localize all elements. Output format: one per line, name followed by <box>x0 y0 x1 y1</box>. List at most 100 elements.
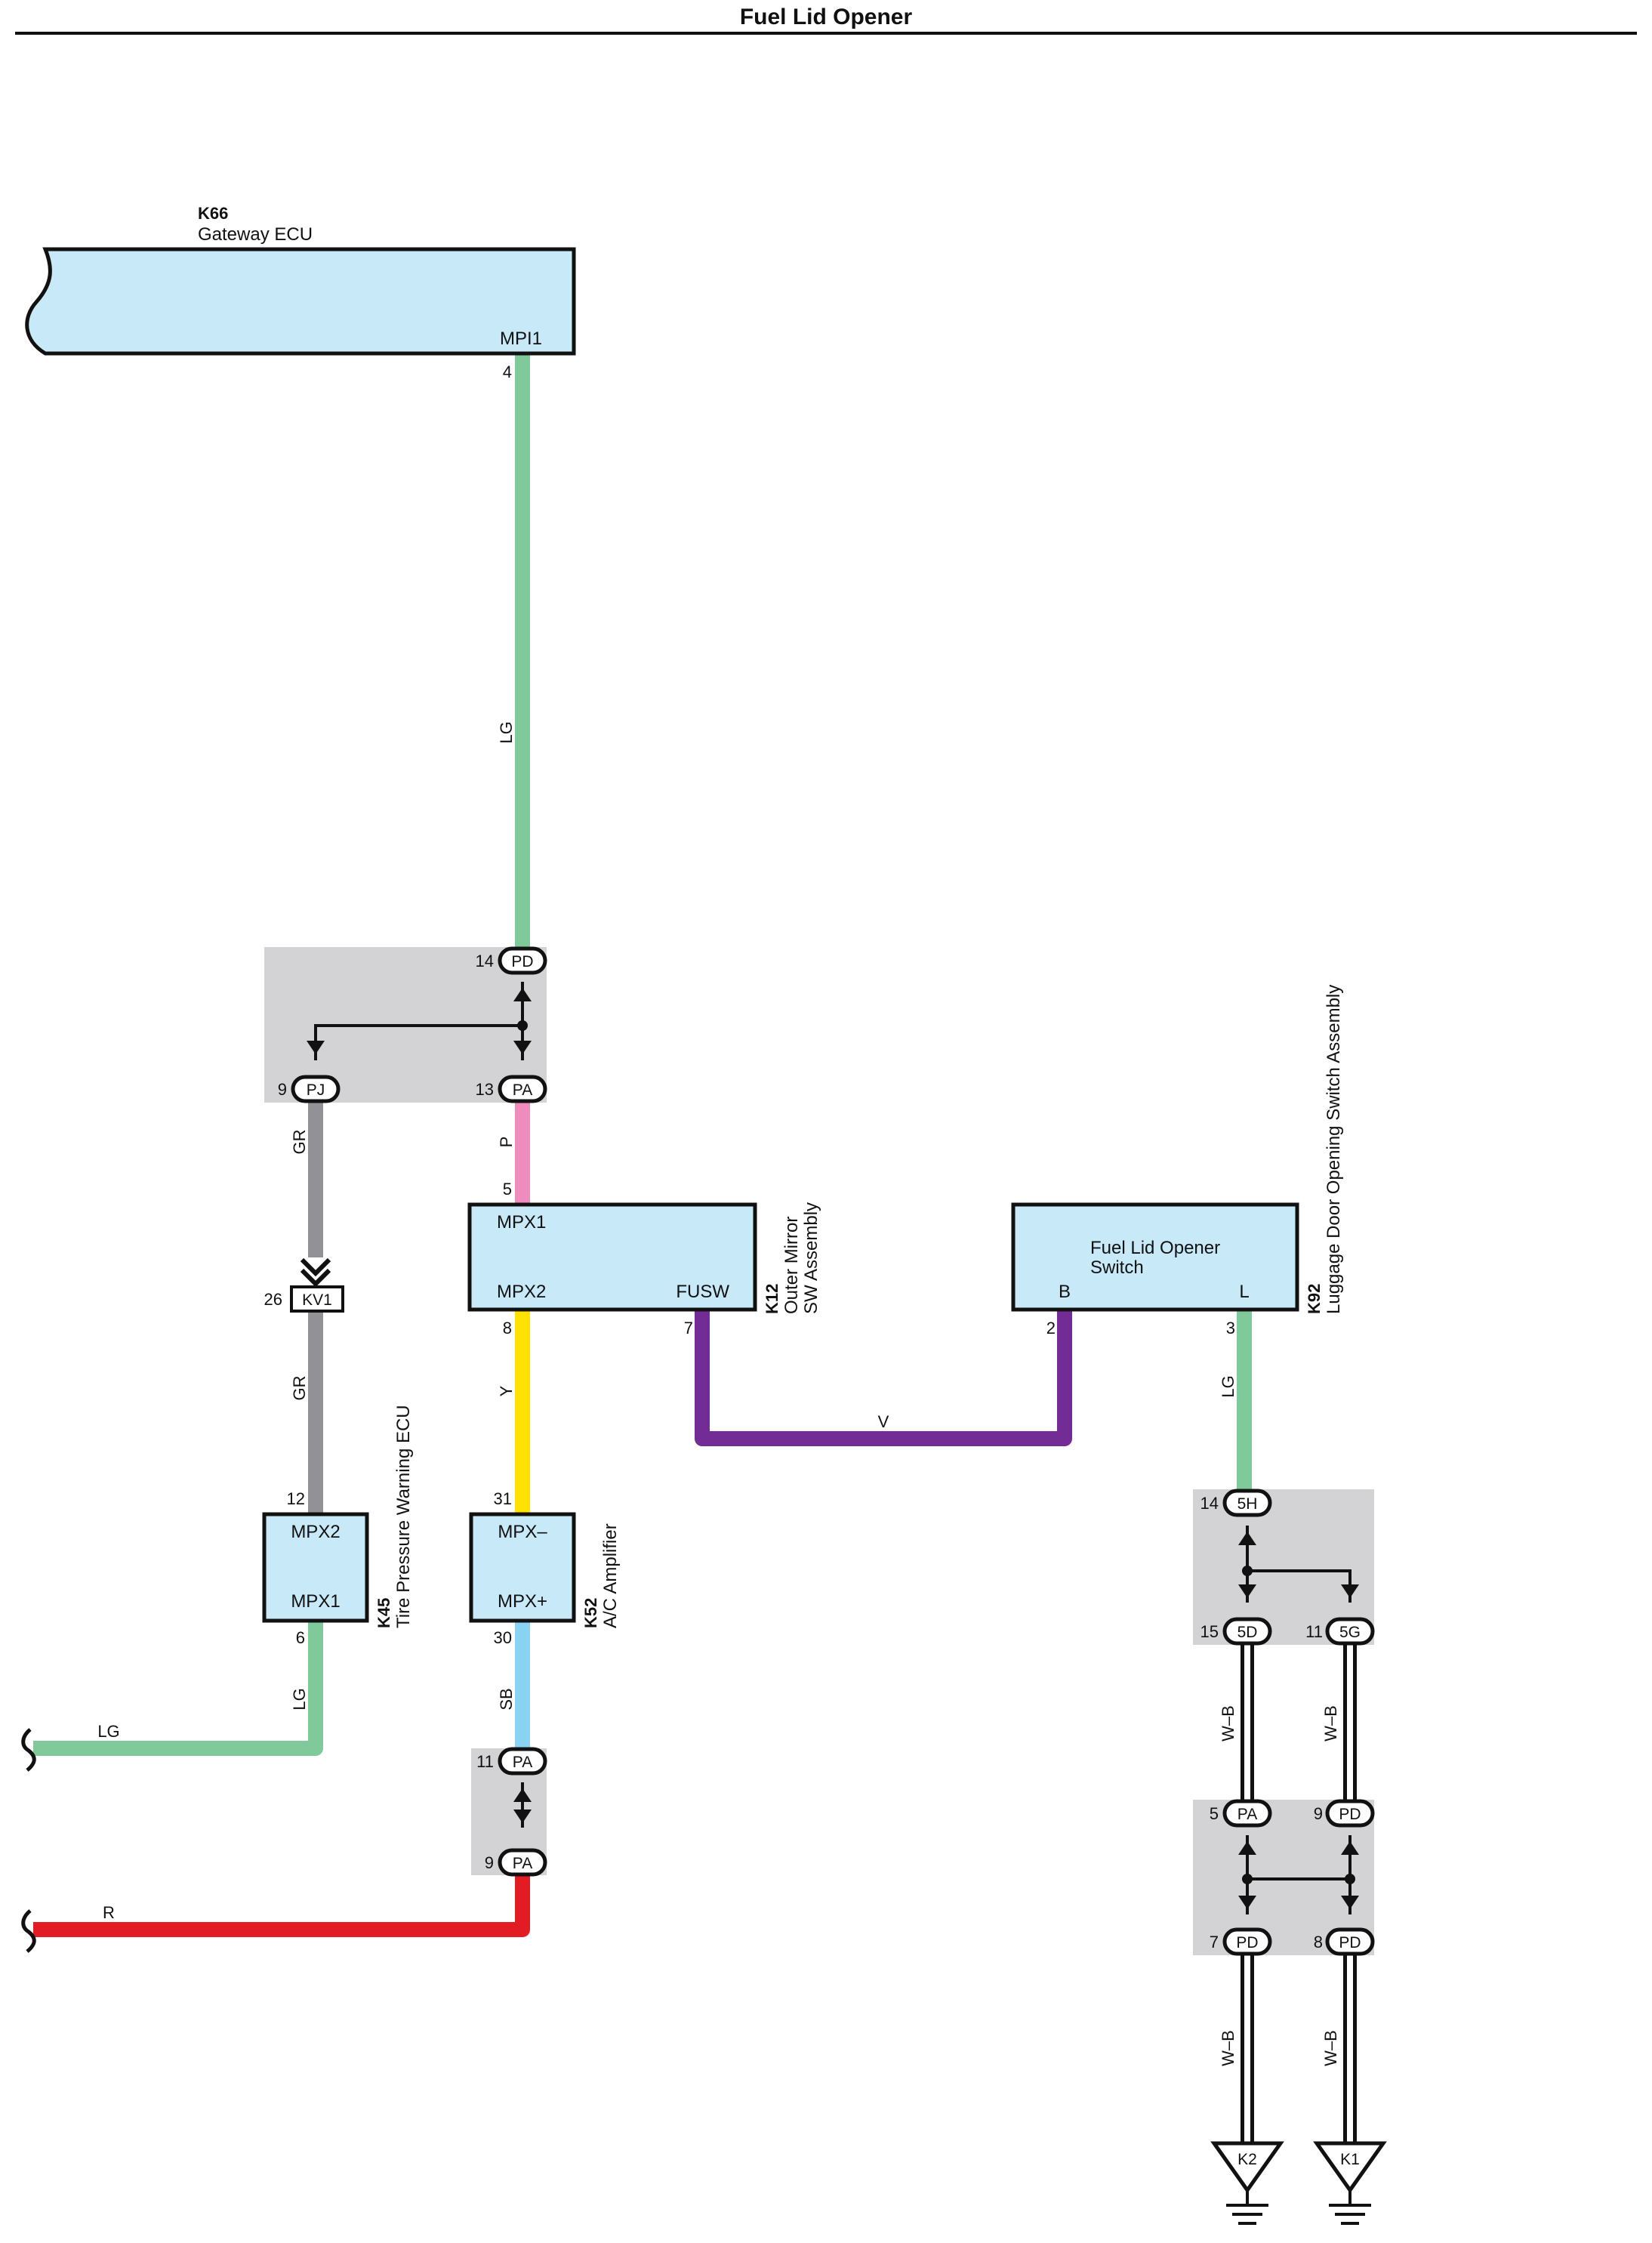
wire-label-p: P <box>497 1137 516 1148</box>
ground-icon-k1: K1 <box>1313 2141 1387 2225</box>
j3-top-pin: 14 <box>1200 1494 1219 1513</box>
junction-internals <box>314 982 1351 1914</box>
k66-name: Gateway ECU <box>198 224 313 245</box>
wires <box>33 353 1252 1937</box>
ground-label-k2: K2 <box>1237 2151 1257 2168</box>
k52-pin-mpx-plus: 30 <box>494 1628 512 1647</box>
wire-label-lg-main: LG <box>497 721 516 743</box>
wire-break-icon-r <box>21 1909 36 1953</box>
j3-left-name: 5D <box>1237 1624 1258 1641</box>
j1-left-connector: PJ 9 <box>278 1075 341 1103</box>
j1-right-name: PA <box>513 1081 532 1099</box>
k45-tire-pressure-box <box>262 1512 369 1623</box>
wire-label-wb-3: W–B <box>1219 2030 1237 2066</box>
j3-right-pin: 11 <box>1305 1622 1323 1641</box>
j3-right-name: 5G <box>1339 1624 1361 1641</box>
j1-top-name: PD <box>511 953 533 970</box>
k92-name: Luggage Door Opening Switch Assembly <box>1324 985 1344 1314</box>
j4-tl-pin: 5 <box>1210 1804 1219 1823</box>
k66-pin: 4 <box>503 363 512 381</box>
k12-name-line1: Outer Mirror <box>781 1217 802 1314</box>
wire-label-r: R <box>103 1903 115 1922</box>
k92-code: K92 <box>1305 1284 1324 1314</box>
wire-label-wb-2: W–B <box>1321 1705 1340 1742</box>
k45-terminal-mpx2: MPX2 <box>291 1522 340 1542</box>
kv1-connector-pin: 26 <box>264 1290 282 1309</box>
kv1-connector-name: KV1 <box>302 1291 332 1309</box>
k45-code: K45 <box>374 1598 393 1628</box>
wire-label-y: Y <box>497 1385 516 1396</box>
k92-inner-line1: Fuel Lid Opener <box>1090 1238 1220 1258</box>
k92-terminal-b: B <box>1059 1282 1071 1302</box>
wire-label-v: V <box>878 1412 889 1431</box>
wire-label-lg-left-out: LG <box>97 1722 119 1741</box>
kv1-connector-tag <box>290 1285 344 1313</box>
k12-code: K12 <box>763 1284 781 1314</box>
junction-arrows <box>307 988 1359 1909</box>
junction-dots <box>517 1020 1355 1884</box>
j1-top-connector: PD 14 <box>476 946 547 975</box>
j4-top-right-connector: PD 9 <box>1314 1799 1375 1828</box>
j1-right-connector: PA 13 <box>476 1075 547 1103</box>
k45-terminal-mpx1: MPX1 <box>291 1591 340 1612</box>
k92-pin-b: 2 <box>1046 1319 1056 1337</box>
k92-pin-l: 3 <box>1226 1319 1235 1337</box>
j2-bottom-name: PA <box>513 1855 532 1872</box>
wire-label-wb-4: W–B <box>1321 2030 1340 2066</box>
j1-right-pin: 13 <box>476 1080 494 1099</box>
k12-terminal-mpx2: MPX2 <box>497 1282 546 1302</box>
wire-break-icon-lg <box>21 1728 36 1772</box>
k92-inner-line2: Switch <box>1090 1257 1144 1278</box>
j4-tl-name: PA <box>1237 1806 1257 1823</box>
wire-label-sb: SB <box>497 1688 516 1710</box>
j2-top-connector: PA 11 <box>476 1747 547 1776</box>
k12-terminal-fusw: FUSW <box>676 1282 729 1302</box>
k12-outer-mirror-box <box>467 1202 757 1312</box>
k66-terminal: MPI1 <box>500 329 542 349</box>
wire-label-wb-1: W–B <box>1219 1705 1237 1742</box>
j2-bottom-pin: 9 <box>485 1853 494 1872</box>
k12-name-line2: SW Assembly <box>801 1202 821 1314</box>
j4-br-name: PD <box>1339 1934 1361 1951</box>
wire-label-gr-lower: GR <box>290 1376 309 1401</box>
wire-label-gr-upper: GR <box>290 1130 309 1155</box>
j1-left-pin: 9 <box>278 1080 287 1099</box>
wire-label-lg-k45: LG <box>290 1688 309 1710</box>
j4-tr-name: PD <box>1339 1806 1361 1823</box>
wb-wires <box>1241 1645 1357 2145</box>
j3-left-pin: 15 <box>1200 1622 1219 1641</box>
j4-bottom-left-connector: PD 7 <box>1210 1927 1272 1956</box>
j3-top-name: 5H <box>1237 1495 1258 1513</box>
ground-label-k1: K1 <box>1340 2151 1360 2168</box>
j3-right-connector: 5G 11 <box>1305 1617 1375 1646</box>
wire-label-lg-right: LG <box>1219 1375 1237 1397</box>
k66-code: K66 <box>198 204 228 223</box>
j4-br-pin: 8 <box>1314 1933 1323 1951</box>
k52-terminal-mpx-minus: MPX– <box>498 1522 547 1542</box>
j1-left-name: PJ <box>307 1081 325 1099</box>
k12-pin-mpx1: 5 <box>503 1180 512 1199</box>
k12-pin-mpx2: 8 <box>503 1319 512 1337</box>
page-title: Fuel Lid Opener <box>740 5 913 29</box>
k12-terminal-mpx1: MPX1 <box>497 1212 546 1233</box>
j2-top-name: PA <box>513 1754 532 1771</box>
k45-pin-mpx2: 12 <box>287 1489 305 1508</box>
k52-name: A/C Amplifier <box>600 1523 621 1628</box>
j1-top-pin: 14 <box>476 952 494 970</box>
wire-v <box>695 1310 1072 1446</box>
j3-left-connector: 5D 15 <box>1200 1617 1272 1646</box>
j4-bottom-right-connector: PD 8 <box>1314 1927 1375 1956</box>
j3-top-connector: 5H 14 <box>1200 1489 1272 1517</box>
k66-gateway-ecu-box <box>25 247 576 356</box>
k52-ac-amplifier-box <box>469 1512 576 1623</box>
k92-terminal-l: L <box>1239 1282 1249 1302</box>
wire-lg-k45 <box>33 1621 323 1756</box>
k52-pin-mpx-minus: 31 <box>494 1489 512 1508</box>
k52-terminal-mpx-plus: MPX+ <box>498 1591 547 1612</box>
k92-luggage-switch-box <box>1011 1202 1299 1312</box>
k12-pin-fusw: 7 <box>684 1319 693 1337</box>
ground-icon-k2: K2 <box>1210 2141 1284 2225</box>
j4-top-left-connector: PA 5 <box>1210 1799 1272 1828</box>
j2-bottom-connector: PA 9 <box>485 1848 547 1877</box>
